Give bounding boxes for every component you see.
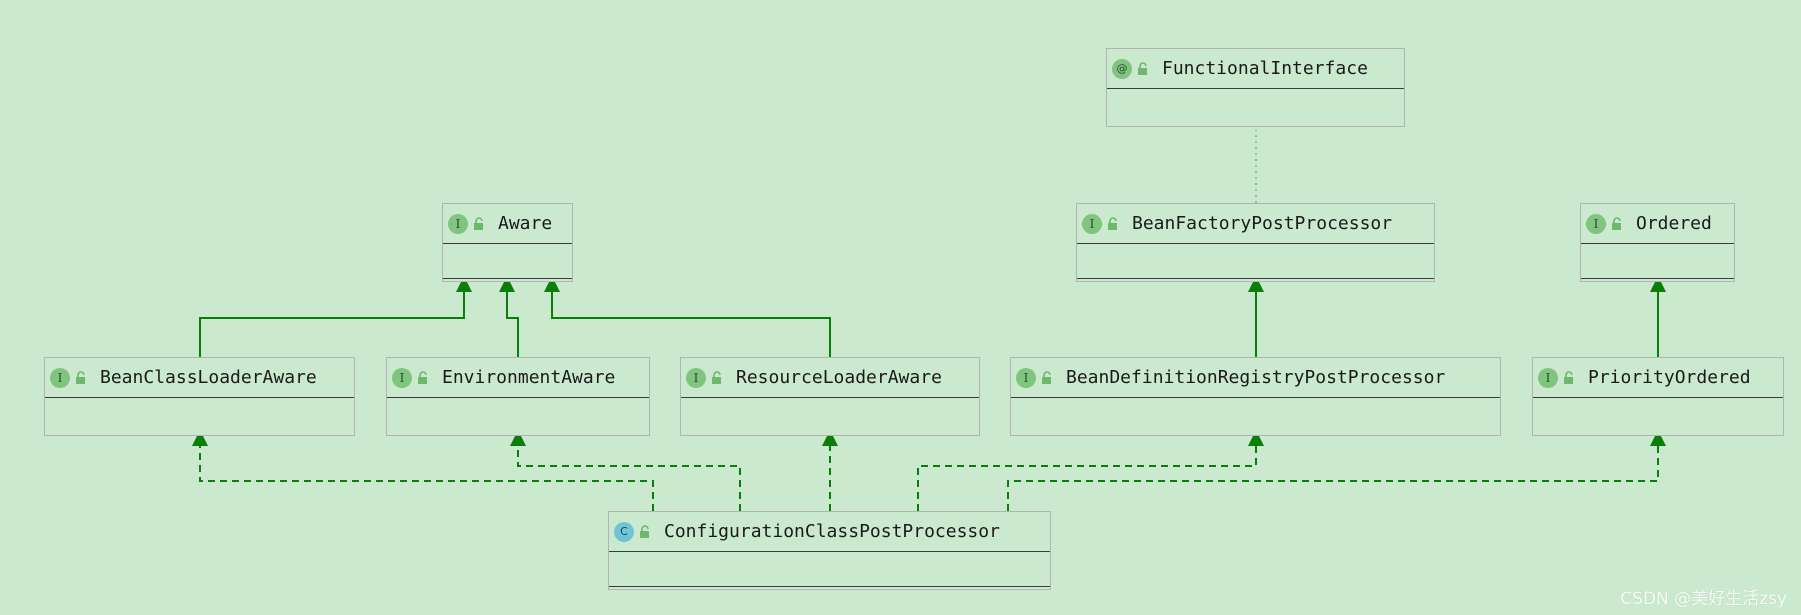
public-lock-icon xyxy=(712,370,721,384)
node-label: BeanClassLoaderAware xyxy=(100,367,317,388)
node-label: Aware xyxy=(498,213,553,234)
node-body xyxy=(1107,89,1404,124)
node-priority-ordered[interactable]: I PriorityOrdered xyxy=(1532,357,1784,436)
node-bean-factory-post-processor[interactable]: I BeanFactoryPostProcessor xyxy=(1076,203,1435,282)
public-lock-icon xyxy=(474,216,483,230)
node-label: EnvironmentAware xyxy=(442,367,616,388)
node-ordered[interactable]: I Ordered xyxy=(1580,203,1735,282)
node-body xyxy=(1011,398,1500,433)
edge-implements-configuration-class-post-processor-to-priority-ordered xyxy=(1007,430,1666,511)
public-lock-icon xyxy=(1042,370,1051,384)
edge-implements-configuration-class-post-processor-to-bean-definition-registry-post-processor xyxy=(917,430,1264,511)
node-header: I Ordered xyxy=(1581,204,1734,244)
node-bean-class-loader-aware[interactable]: I BeanClassLoaderAware xyxy=(44,357,355,436)
node-body xyxy=(45,398,354,433)
node-header: I BeanDefinitionRegistryPostProcessor xyxy=(1011,358,1500,398)
node-body xyxy=(609,552,1050,587)
node-body xyxy=(1581,244,1734,279)
edge-extends-environment-aware-to-aware xyxy=(499,276,519,357)
node-body xyxy=(387,398,649,433)
edge-extends-bean-class-loader-aware-to-aware xyxy=(199,276,472,357)
edge-implements-configuration-class-post-processor-to-environment-aware xyxy=(510,430,741,511)
interface-type-icon: I xyxy=(1586,213,1606,234)
interface-type-icon: I xyxy=(686,367,706,388)
node-header: I BeanFactoryPostProcessor xyxy=(1077,204,1434,244)
public-lock-icon xyxy=(76,370,85,384)
watermark: CSDN @美好生活zsy xyxy=(1620,589,1787,609)
node-functional-interface[interactable]: @ FunctionalInterface xyxy=(1106,48,1405,127)
node-body xyxy=(681,398,979,433)
public-lock-icon xyxy=(1108,216,1117,230)
public-lock-icon xyxy=(1138,61,1147,75)
public-lock-icon xyxy=(1564,370,1573,384)
edge-implements-configuration-class-post-processor-to-bean-class-loader-aware xyxy=(192,430,654,511)
node-label: ResourceLoaderAware xyxy=(736,367,942,388)
node-header: I BeanClassLoaderAware xyxy=(45,358,354,398)
node-body xyxy=(1077,244,1434,279)
node-environment-aware[interactable]: I EnvironmentAware xyxy=(386,357,650,436)
node-header: @ FunctionalInterface xyxy=(1107,49,1404,89)
node-label: PriorityOrdered xyxy=(1588,367,1751,388)
interface-type-icon: I xyxy=(448,213,468,234)
node-label: ConfigurationClassPostProcessor xyxy=(664,521,1000,542)
interface-type-icon: I xyxy=(1082,213,1102,234)
node-header: I EnvironmentAware xyxy=(387,358,649,398)
interface-type-icon: I xyxy=(1538,367,1558,388)
node-header: C ConfigurationClassPostProcessor xyxy=(609,512,1050,552)
public-lock-icon xyxy=(1612,216,1621,230)
interface-type-icon: I xyxy=(392,367,412,388)
edge-extends-resource-loader-aware-to-aware xyxy=(544,276,831,357)
interface-type-icon: I xyxy=(50,367,70,388)
node-label: FunctionalInterface xyxy=(1162,58,1368,79)
node-label: BeanFactoryPostProcessor xyxy=(1132,213,1393,234)
public-lock-icon xyxy=(418,370,427,384)
interface-type-icon: I xyxy=(1016,367,1036,388)
node-body xyxy=(1533,398,1783,433)
node-label: BeanDefinitionRegistryPostProcessor xyxy=(1066,367,1446,388)
node-bean-definition-registry-post-processor[interactable]: I BeanDefinitionRegistryPostProcessor xyxy=(1010,357,1501,436)
class-type-icon: C xyxy=(614,521,634,542)
node-label: Ordered xyxy=(1636,213,1712,234)
node-aware[interactable]: I Aware xyxy=(442,203,573,282)
node-configuration-class-post-processor[interactable]: C ConfigurationClassPostProcessor xyxy=(608,511,1051,590)
node-header: I ResourceLoaderAware xyxy=(681,358,979,398)
node-body xyxy=(443,244,572,279)
node-resource-loader-aware[interactable]: I ResourceLoaderAware xyxy=(680,357,980,436)
public-lock-icon xyxy=(640,524,649,538)
node-header: I Aware xyxy=(443,204,572,244)
annotation-type-icon: @ xyxy=(1112,58,1132,79)
node-header: I PriorityOrdered xyxy=(1533,358,1783,398)
